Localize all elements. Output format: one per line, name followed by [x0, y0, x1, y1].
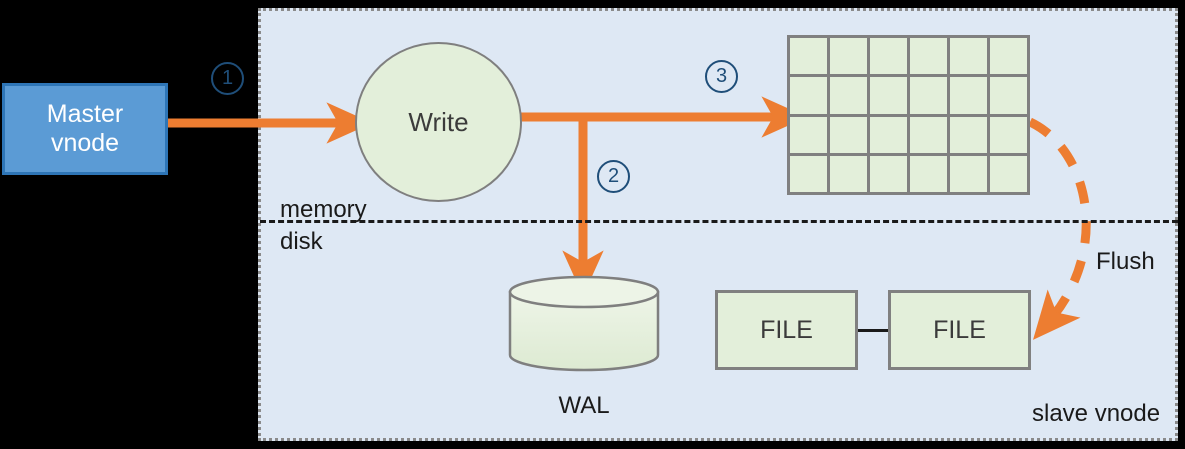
memtable-cell [950, 77, 987, 114]
memtable-grid [787, 35, 1030, 195]
file-box-1[interactable]: FILE [715, 290, 858, 370]
memtable-cell [790, 155, 827, 192]
memtable-cell [870, 38, 907, 75]
memory-tier-label: memory [280, 196, 367, 223]
wal-cylinder[interactable] [508, 275, 660, 372]
memtable-cell [870, 116, 907, 153]
memtable-cell [790, 116, 827, 153]
step-marker-2: 2 [597, 160, 630, 193]
master-vnode-label-line1: Master [46, 99, 124, 128]
write-node-label: Write [408, 106, 469, 137]
memtable-cell [990, 38, 1027, 75]
memtable-cell [910, 155, 947, 192]
memtable-cell [990, 155, 1027, 192]
memtable-cell [830, 116, 867, 153]
step-marker-3: 3 [705, 60, 738, 93]
memtable-cell [950, 155, 987, 192]
memtable-cell [790, 38, 827, 75]
disk-tier-label: disk [280, 228, 323, 255]
memtable-cell [910, 38, 947, 75]
memtable-cell [830, 155, 867, 192]
memtable-cell [870, 155, 907, 192]
flush-label: Flush [1096, 248, 1155, 275]
step-marker-2-number: 2 [607, 165, 620, 187]
memtable-cell [910, 116, 947, 153]
file-box-2-label: FILE [933, 315, 986, 344]
wal-label: WAL [558, 392, 610, 419]
memtable-cell [790, 77, 827, 114]
memtable-cell [870, 77, 907, 114]
write-node[interactable]: Write [355, 42, 522, 202]
master-vnode-label-line2: vnode [50, 129, 120, 157]
step-marker-3-number: 3 [715, 65, 728, 87]
memtable-cell [830, 77, 867, 114]
file-connector-line [858, 329, 888, 332]
memtable-cell [950, 38, 987, 75]
memtable-cell [950, 116, 987, 153]
memtable-cell [990, 116, 1027, 153]
memtable-cell [990, 77, 1027, 114]
memory-disk-divider [260, 220, 1178, 223]
slave-vnode-label: slave vnode [1032, 400, 1161, 427]
step-marker-1: 1 [211, 62, 244, 95]
master-vnode-box[interactable]: Master vnode [2, 83, 168, 175]
memtable-cell [910, 77, 947, 114]
file-box-1-label: FILE [760, 315, 813, 344]
file-box-2[interactable]: FILE [888, 290, 1031, 370]
step-marker-1-number: 1 [221, 67, 234, 89]
memtable-cell [830, 38, 867, 75]
